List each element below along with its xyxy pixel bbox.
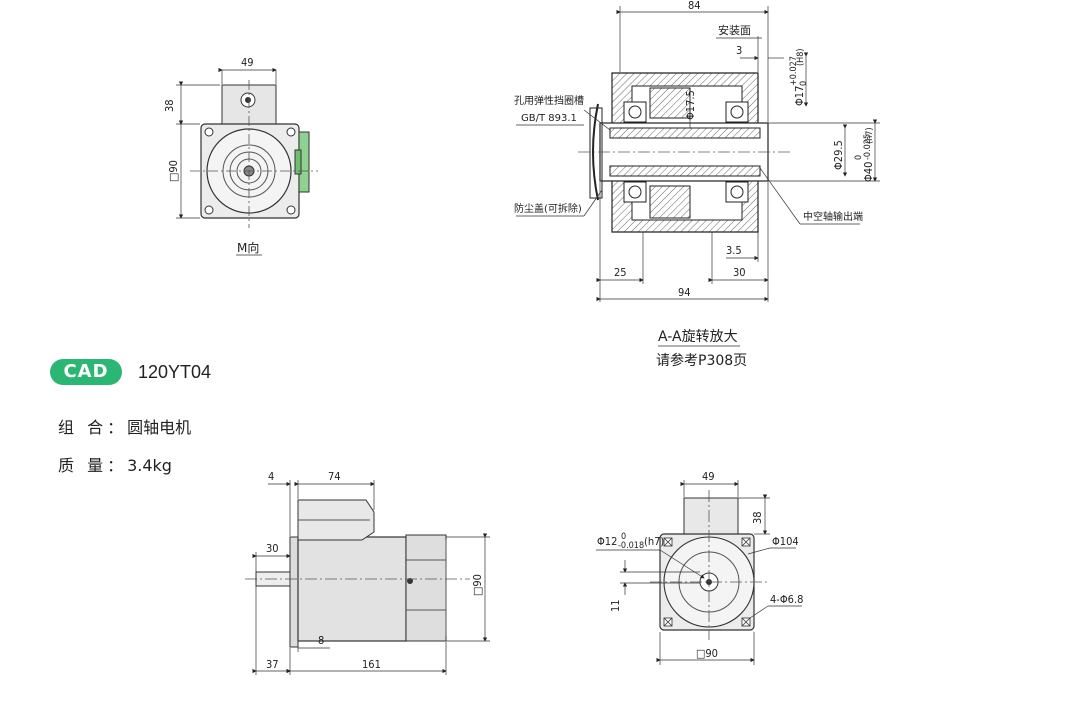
dim-40: Φ40: [862, 162, 875, 182]
dim-30-side: 30: [266, 542, 279, 555]
dim-square-90-side: □90: [471, 574, 484, 596]
dim-bore-17: Φ17: [793, 86, 806, 106]
dim-84: 84: [688, 0, 701, 12]
dim-shaft-12: Φ12: [597, 535, 617, 548]
dim-shaft-fit: (h7): [644, 535, 664, 548]
section-view: [516, 6, 880, 347]
dim-161: 161: [362, 658, 381, 671]
circlip-label-2: GB/T 893.1: [521, 113, 577, 124]
dim-11: 11: [609, 599, 622, 612]
dim-25: 25: [614, 266, 627, 279]
m-view-caption: M向: [237, 240, 259, 255]
m-direction-view: [176, 67, 318, 256]
circlip-label-1: 孔用弹性挡圈槽: [514, 94, 584, 107]
dim-30-section: 30: [733, 266, 746, 279]
section-reference: 请参考P308页: [656, 353, 748, 369]
dim-40-tol-lo: -0.025: [863, 134, 873, 160]
dim-8: 8: [318, 634, 324, 647]
dim-3-5: 3.5: [726, 244, 742, 257]
dust-cover-label: 防尘盖(可拆除): [514, 202, 582, 215]
dim-17-5: Φ17.5: [684, 90, 697, 120]
dim-37: 37: [266, 658, 279, 671]
side-view: [245, 480, 490, 675]
dim-40-fit: (h7): [865, 127, 875, 144]
dim-square-90-top: □90: [167, 160, 180, 182]
dim-shaft-tol-lo: -0.018: [618, 541, 644, 551]
dim-bore-tol-hi: +0.027: [789, 56, 799, 86]
cad-badge[interactable]: CAD: [50, 359, 122, 385]
dim-holes: 4-Φ6.8: [770, 593, 803, 606]
spec-combo-key: 组 合：: [58, 418, 128, 437]
model-name: 120YT04: [138, 362, 212, 382]
dim-38-front: 38: [751, 511, 764, 524]
spec-mass-value: 3.4kg: [127, 456, 172, 475]
dim-bore-tol-lo: 0: [799, 81, 809, 86]
mount-face-label: 安装面: [718, 23, 751, 37]
dim-3: 3: [736, 44, 742, 57]
dim-104: Φ104: [772, 535, 799, 548]
dim-49-front: 49: [702, 470, 715, 483]
dim-4: 4: [268, 470, 274, 483]
dim-29-5: Φ29.5: [832, 140, 845, 170]
dim-49-top: 49: [241, 56, 254, 69]
hollow-shaft-label: 中空轴输出端: [803, 210, 863, 223]
dim-94: 94: [678, 286, 691, 299]
dim-shaft-tol-hi: 0: [621, 532, 626, 542]
spec-combo: 组 合：圆轴电机: [58, 414, 191, 438]
dim-40-tol-hi: 0: [854, 155, 864, 160]
front-view: [596, 480, 802, 665]
dim-square-90-front: □90: [696, 647, 718, 660]
dim-bore-fit: (H8): [796, 48, 806, 66]
section-caption: A-A旋转放大: [658, 329, 738, 345]
spec-combo-value: 圆轴电机: [127, 418, 192, 437]
dim-38-top: 38: [163, 99, 176, 112]
spec-mass-key: 质 量：: [58, 456, 128, 475]
spec-mass: 质 量：3.4kg: [58, 452, 172, 476]
dim-74: 74: [328, 470, 341, 483]
